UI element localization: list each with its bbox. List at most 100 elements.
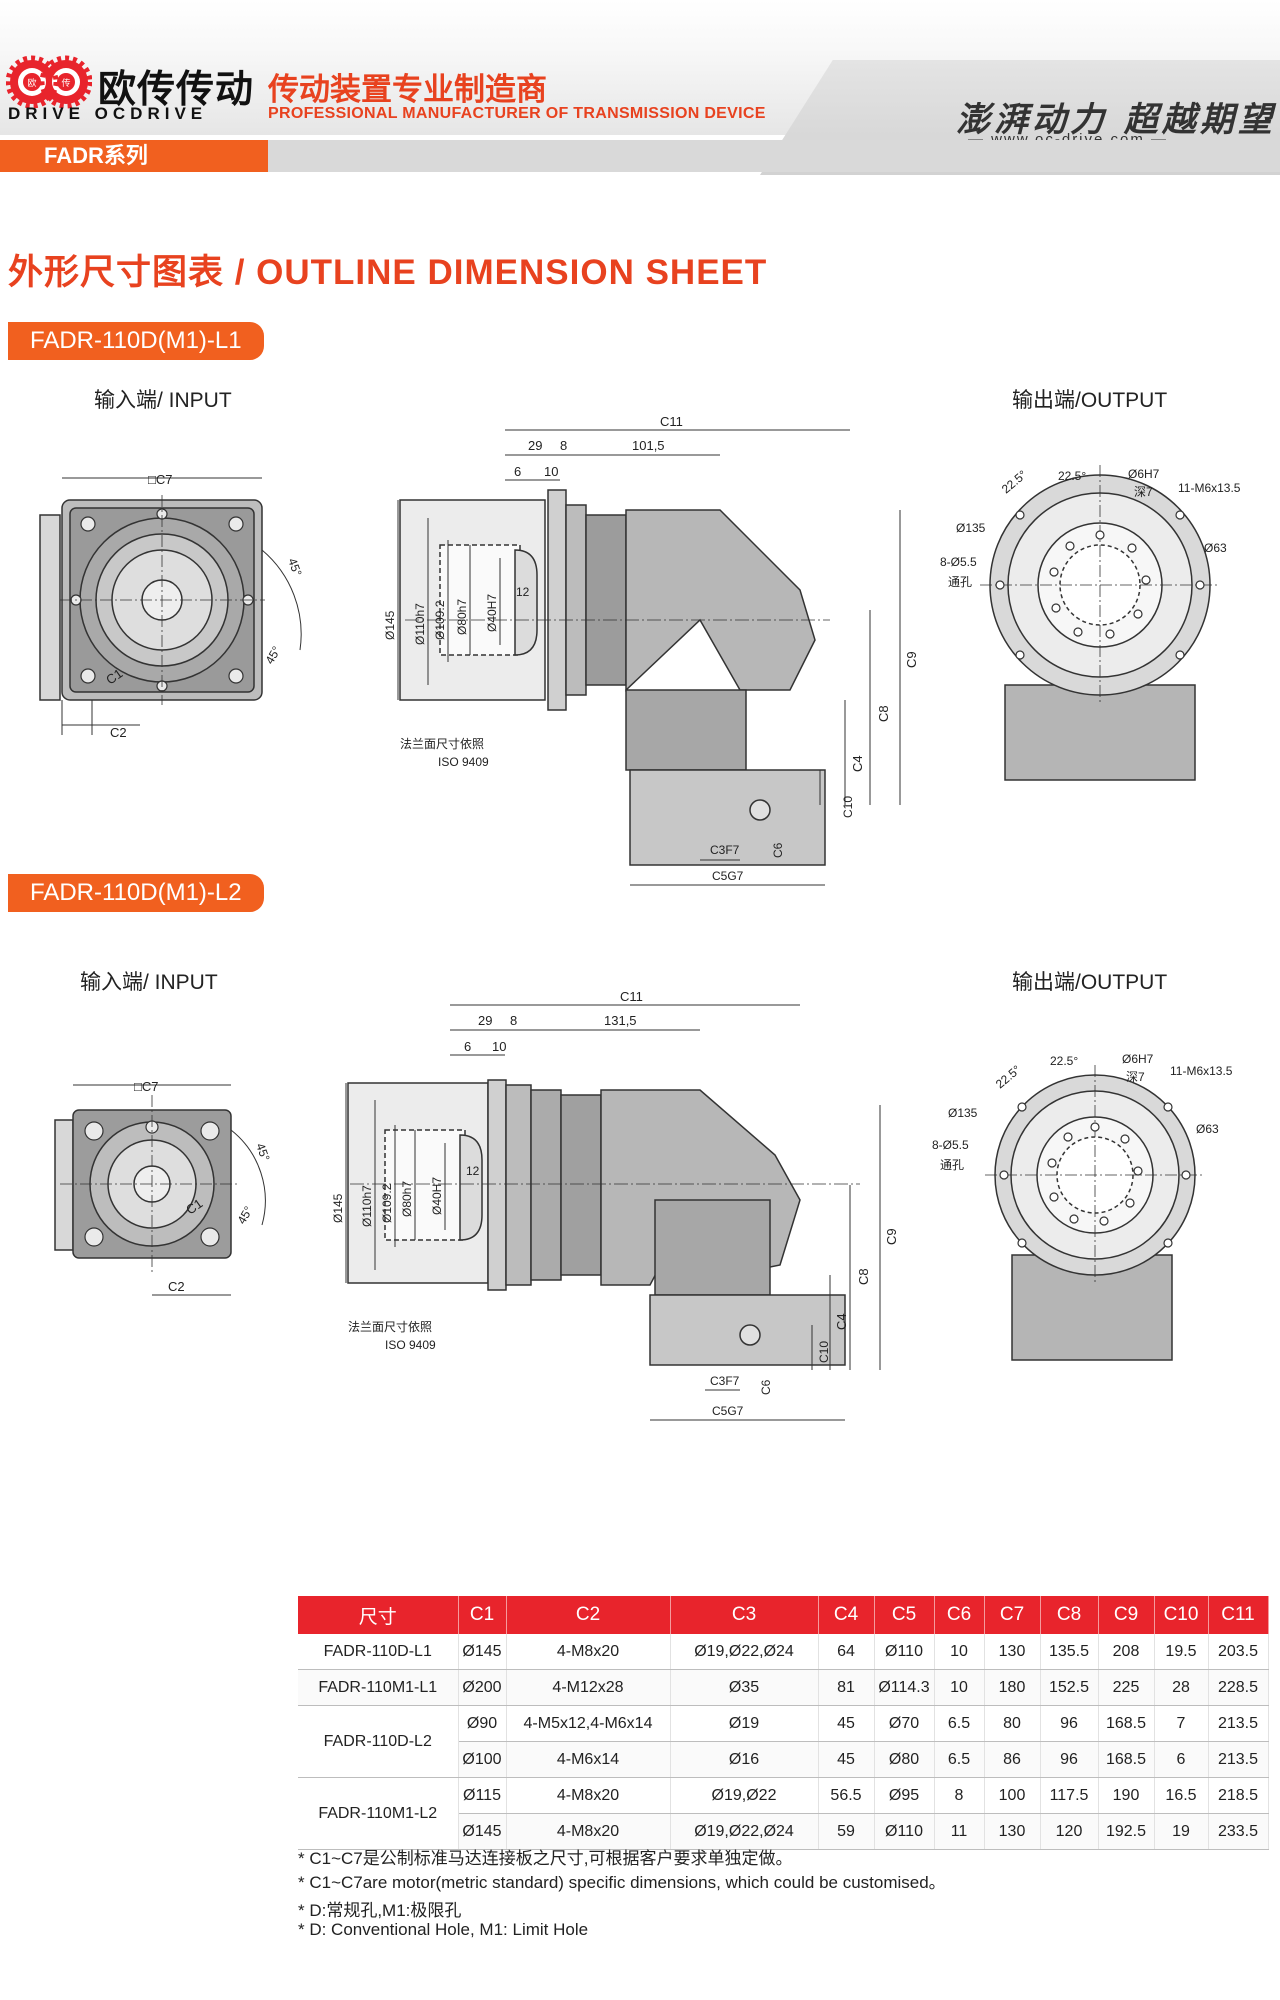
dim-d110: Ø110h7 (360, 1185, 374, 1227)
outline-drawing-l1: □C7 45° 45° C1 C2 (39, 414, 1241, 886)
dim-c11: C11 (660, 414, 683, 429)
table-cell: 120 (1040, 1813, 1099, 1850)
dim-c10: C10 (817, 1341, 831, 1363)
table-header-size: 尺寸 (298, 1596, 459, 1634)
table-cell: 8 (934, 1777, 985, 1814)
page-title: 外形尺寸图表 / OUTLINE DIMENSION SHEET (8, 253, 768, 292)
dim-holes11: 11-M6x13.5 (1170, 1064, 1233, 1078)
table-cell: 192.5 (1098, 1813, 1155, 1850)
table-header-c2: C2 (506, 1596, 671, 1634)
dim-c8: C8 (876, 705, 891, 722)
table-cell: 213.5 (1208, 1741, 1269, 1778)
note-cn-2: * D:常规孔,M1:极限孔 (298, 1901, 462, 1920)
model-cell: FADR-110M1-L1 (298, 1669, 459, 1706)
table-cell: 10 (934, 1634, 985, 1670)
dim-d135: Ø135 (956, 521, 986, 535)
dim-d109: Ø109.2 (380, 1183, 394, 1223)
dim-c4: C4 (850, 755, 865, 772)
table-cell: 59 (818, 1813, 875, 1850)
note-cn-1: * C1~C7是公制标准马达连接板之尺寸,可根据客户要求单独定做。 (298, 1849, 793, 1868)
dim-angle-225a: 22.5° (999, 467, 1030, 496)
table-cell: 80 (984, 1705, 1041, 1742)
table-cell: 81 (818, 1669, 875, 1706)
outline-drawing-l2: □C7 45° 45° C1 C2 (54, 989, 1233, 1421)
side-view (397, 429, 901, 886)
series-tab: FADR系列 (0, 140, 268, 172)
table-cell: 4-M12x28 (506, 1669, 671, 1706)
table-cell: 190 (1098, 1777, 1155, 1814)
table-cell: 45 (818, 1741, 875, 1778)
dim-d145: Ø145 (331, 1193, 345, 1223)
dim-d80: Ø80h7 (400, 1181, 414, 1217)
input-label-l2: 输入端/ INPUT (80, 971, 218, 994)
table-header-c9: C9 (1098, 1596, 1155, 1634)
dim-c7: □C7 (134, 1079, 158, 1094)
table-cell: Ø110 (874, 1813, 935, 1850)
dim-d109: Ø109.2 (433, 600, 447, 640)
dim-29: 29 (478, 1013, 492, 1028)
table-header-c6: C6 (934, 1596, 985, 1634)
flange-note-cn: 法兰面尺寸依照 (348, 1319, 432, 1334)
flange-note-iso: ISO 9409 (385, 1338, 436, 1352)
logo-mark-left: 欧 (27, 77, 36, 89)
table-cell: 56.5 (818, 1777, 875, 1814)
table-cell: 4-M6x14 (506, 1741, 671, 1778)
table-cell: Ø19,Ø22,Ø24 (670, 1634, 819, 1670)
table-cell: Ø90 (458, 1705, 507, 1742)
header-grey-bar (268, 140, 1280, 172)
table-cell: 86 (984, 1741, 1041, 1778)
table-cell: 64 (818, 1634, 875, 1670)
dim-angle-225b: 22.5° (1058, 469, 1086, 483)
dim-through: 通孔 (948, 575, 972, 589)
table-cell: 6.5 (934, 1705, 985, 1742)
table-cell: Ø80 (874, 1741, 935, 1778)
dim-12: 12 (516, 585, 530, 599)
dim-length: 131,5 (604, 1013, 637, 1028)
dim-c2: C2 (110, 725, 127, 740)
table-cell: 11 (934, 1813, 985, 1850)
table-cell: 168.5 (1098, 1741, 1155, 1778)
dim-d6h7: Ø6H7 (1128, 467, 1160, 481)
logo-mark-right: 传 (61, 77, 70, 89)
dim-d135: Ø135 (948, 1106, 978, 1120)
dim-c3: C3F7 (710, 843, 740, 857)
dim-d63: Ø63 (1204, 541, 1227, 555)
table-cell: 16.5 (1154, 1777, 1209, 1814)
table-cell: Ø145 (458, 1813, 507, 1850)
table-cell: 135.5 (1040, 1634, 1099, 1670)
table-cell: 168.5 (1098, 1705, 1155, 1742)
table-cell: 203.5 (1208, 1634, 1269, 1670)
brand-name-en: DRIVE OCDRIVE (8, 104, 208, 123)
input-end-view (39, 477, 302, 735)
table-cell: 4-M8x20 (506, 1634, 671, 1670)
table-header-c3: C3 (670, 1596, 819, 1634)
table-header-c8: C8 (1040, 1596, 1099, 1634)
note-en-2: * D: Conventional Hole, M1: Limit Hole (298, 1920, 589, 1939)
side-view (345, 1004, 881, 1421)
table-cell: 6.5 (934, 1741, 985, 1778)
dim-length: 101,5 (632, 438, 665, 453)
table-cell: 130 (984, 1634, 1041, 1670)
table-cell: 218.5 (1208, 1777, 1269, 1814)
dim-c10: C10 (841, 796, 855, 818)
dim-through: 通孔 (940, 1158, 964, 1172)
dim-d40: Ø40H7 (430, 1177, 444, 1215)
table-cell: Ø145 (458, 1634, 507, 1670)
dim-holes8: 8-Ø5.5 (932, 1138, 969, 1152)
model-cell: FADR-110M1-L2 (298, 1777, 459, 1850)
table-cell: 10 (934, 1669, 985, 1706)
input-end-view (54, 1084, 266, 1296)
dim-d40: Ø40H7 (485, 594, 499, 632)
model-label-l1: FADR-110D(M1)-L1 (8, 322, 264, 360)
model-cell: FADR-110D-L2 (298, 1705, 459, 1778)
dim-c9: C9 (884, 1228, 899, 1245)
dim-c8: C8 (856, 1268, 871, 1285)
output-end-view (985, 1065, 1205, 1361)
dim-c4: C4 (834, 1313, 849, 1330)
dim-angle-45b: 45° (262, 644, 283, 667)
dim-d110: Ø110h7 (413, 603, 427, 645)
